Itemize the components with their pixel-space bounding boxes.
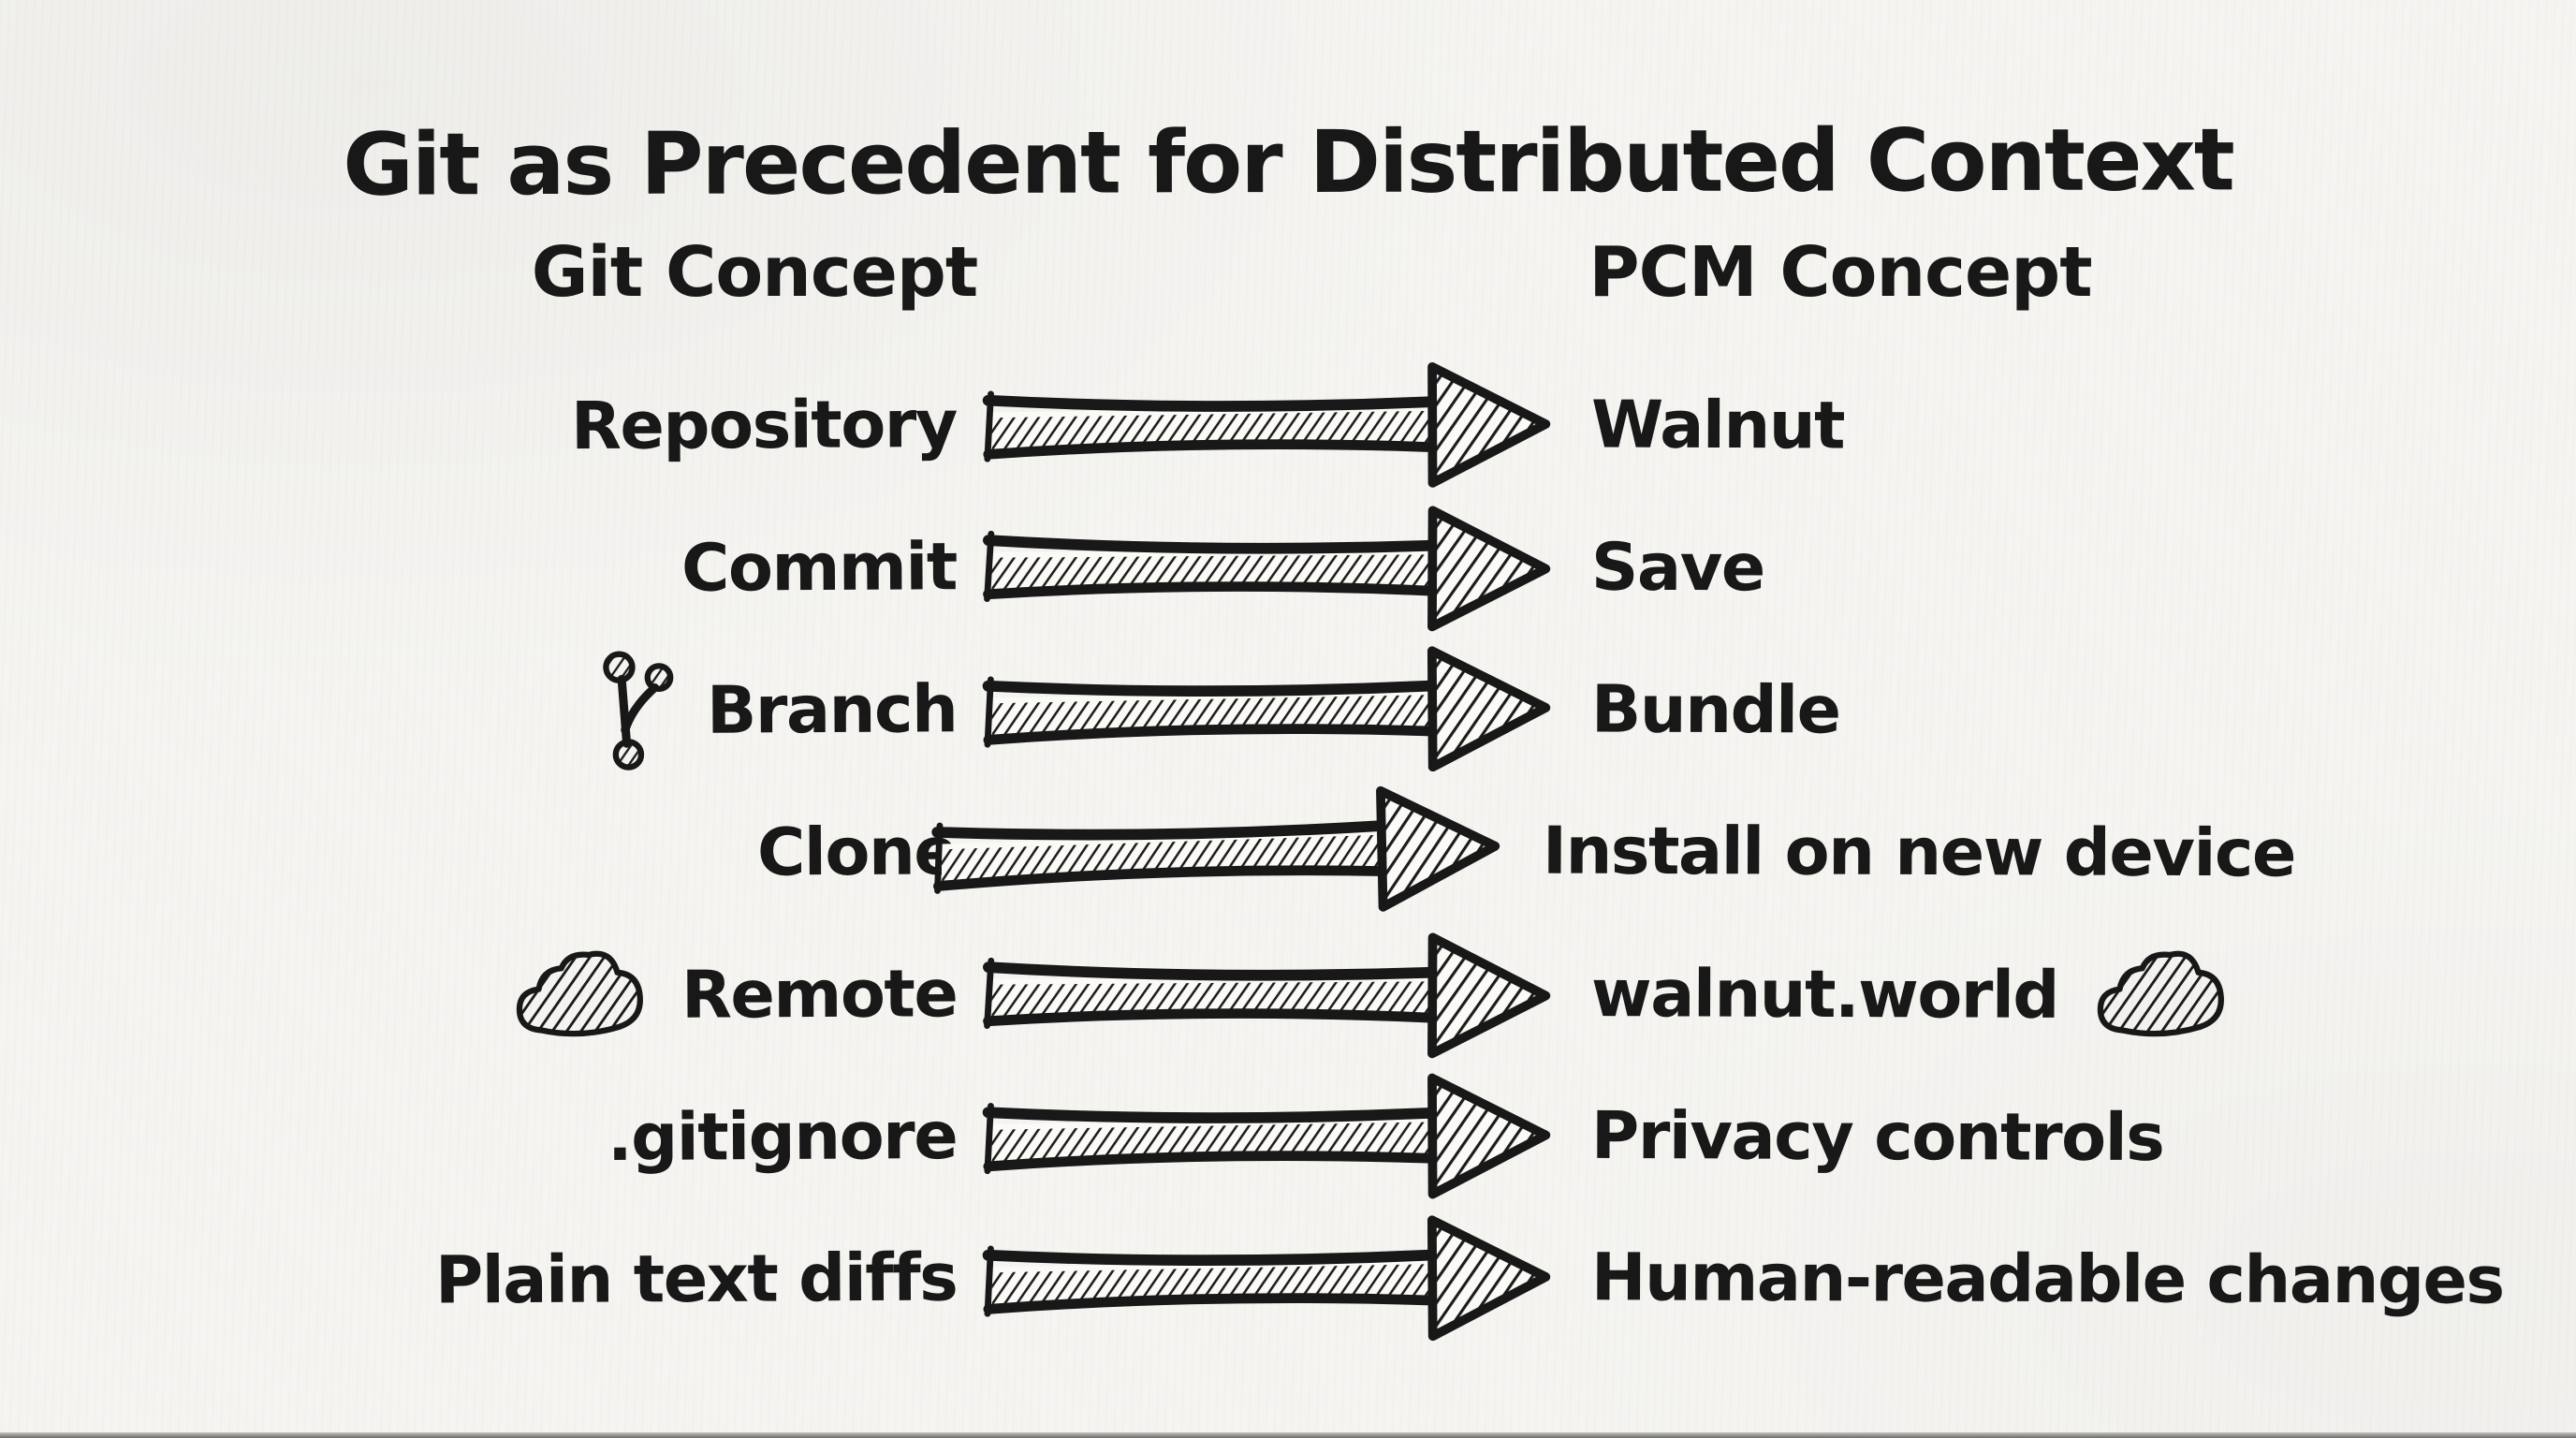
column-header-git-label: Git Concept (531, 232, 978, 313)
column-header-pcm: PCM Concept (1588, 232, 2092, 324)
git-concept-cell: Clone (0, 781, 958, 923)
pcm-concept-label: walnut.world (1590, 955, 2059, 1034)
arrow-cell (975, 923, 1560, 1065)
pcm-concept-label: Save (1590, 528, 1764, 607)
pcm-concept-label: Install on new device (1542, 812, 2296, 892)
column-header-git: Git Concept (531, 232, 978, 324)
git-concept-cell: Remote (0, 923, 957, 1065)
pcm-concept-cell: Human-readable changes (1591, 1208, 2504, 1350)
git-concept-label: Repository (570, 385, 958, 465)
sketch-arrow-right-icon (975, 1057, 1561, 1215)
sketch-arrow-right-icon (974, 630, 1560, 789)
git-concept-label: Remote (681, 955, 958, 1034)
sketch-arrow-right-icon (975, 915, 1561, 1073)
cloud-icon (511, 945, 653, 1044)
git-concept-label: Commit (681, 528, 958, 607)
pcm-concept-cell: Bundle (1591, 638, 1840, 781)
pcm-concept-label: Walnut (1590, 386, 1845, 464)
table-row: Repository Walnut (0, 354, 2576, 496)
git-branch-icon (594, 647, 679, 772)
git-concept-cell: Repository (0, 354, 957, 496)
sketch-arrow-right-icon (974, 1199, 1560, 1358)
arrow-cell (925, 781, 1510, 923)
sketch-arrow-right-icon (975, 488, 1561, 646)
pcm-concept-label: Bundle (1590, 670, 1840, 749)
table-row: Commit Save (0, 496, 2576, 638)
table-row: Plain text diffs Human-readable changes (0, 1208, 2576, 1350)
pcm-concept-cell: Save (1591, 496, 1764, 638)
table-row: Remote walnut.world (0, 923, 2576, 1065)
column-header-pcm-label: PCM Concept (1588, 232, 2092, 313)
git-concept-cell: Commit (0, 496, 957, 638)
sketch-arrow-right-icon (975, 346, 1561, 504)
arrow-cell (975, 1208, 1560, 1350)
git-concept-label: .gitignore (607, 1097, 958, 1176)
git-concept-cell: Plain text diffs (0, 1208, 957, 1350)
cloud-icon (2092, 945, 2234, 1044)
pcm-concept-cell: Walnut (1591, 354, 1844, 496)
git-concept-cell: .gitignore (0, 1065, 958, 1208)
table-row: Branch Bundle (0, 638, 2576, 781)
pcm-concept-cell: Privacy controls (1590, 1065, 2164, 1208)
pcm-concept-cell: walnut.world (1591, 923, 2234, 1065)
git-concept-label: Plain text diffs (434, 1239, 958, 1319)
arrow-cell (975, 496, 1560, 638)
sketch-arrow-right-icon (923, 768, 1511, 935)
paper-bottom-edge (0, 1432, 2576, 1438)
table-row: Clone Install on new device (0, 781, 2576, 923)
arrow-cell (975, 638, 1560, 781)
pcm-concept-label: Human-readable changes (1590, 1239, 2504, 1319)
arrow-cell (975, 1065, 1560, 1208)
git-concept-cell: Branch (0, 638, 957, 781)
git-concept-label: Branch (706, 670, 958, 749)
pcm-concept-label: Privacy controls (1590, 1096, 2164, 1177)
pcm-concept-cell: Install on new device (1543, 781, 2295, 923)
arrow-cell (975, 354, 1560, 496)
table-row: .gitignore Privacy controls (0, 1065, 2576, 1208)
